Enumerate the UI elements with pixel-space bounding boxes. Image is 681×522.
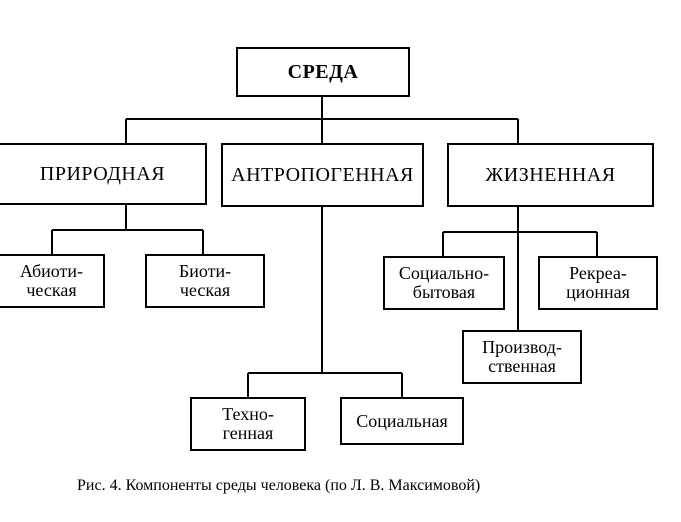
node-living: ЖИЗНЕННАЯ: [447, 143, 654, 207]
node-living-label: ЖИЗНЕННАЯ: [485, 163, 616, 186]
node-natural: ПРИРОДНАЯ: [0, 143, 207, 205]
node-industrial-line2: ственная: [488, 356, 556, 376]
node-technogenic-line1: Техно-: [222, 404, 274, 425]
node-industrial-line1: Производ-: [482, 337, 562, 358]
node-social-label: Социальная: [356, 410, 448, 431]
node-root: СРЕДА: [236, 47, 410, 97]
node-technogenic-line2: генная: [222, 423, 274, 443]
node-biotic: Биоти- ческая: [145, 254, 265, 308]
node-recreational-line2: ционная: [566, 282, 630, 302]
node-abiotic-line2: ческая: [26, 280, 77, 300]
node-recreational: Рекреа- ционная: [538, 256, 658, 310]
node-abiotic: Абиоти- ческая: [0, 254, 105, 308]
figure-caption: Рис. 4. Компоненты среды человека (по Л.…: [77, 477, 481, 494]
node-technogenic: Техно- генная: [190, 397, 306, 451]
node-social: Социальная: [340, 397, 464, 445]
node-natural-label: ПРИРОДНАЯ: [39, 162, 166, 185]
node-industrial: Производ- ственная: [462, 330, 582, 384]
node-biotic-line2: ческая: [179, 280, 231, 300]
node-biotic-line1: Биоти-: [178, 261, 232, 282]
node-social-domestic-line2: бытовая: [412, 282, 476, 302]
node-social-domestic: Социально- бытовая: [383, 256, 505, 310]
node-recreational-line1: Рекреа-: [569, 263, 627, 284]
node-social-domestic-line1: Социально-: [398, 263, 490, 284]
node-abiotic-line1: Абиоти-: [19, 261, 84, 282]
node-anthropogenic-label: АНТРОПОГЕННАЯ: [231, 163, 414, 186]
node-root-label: СРЕДА: [287, 60, 359, 83]
node-anthropogenic: АНТРОПОГЕННАЯ: [221, 143, 424, 207]
